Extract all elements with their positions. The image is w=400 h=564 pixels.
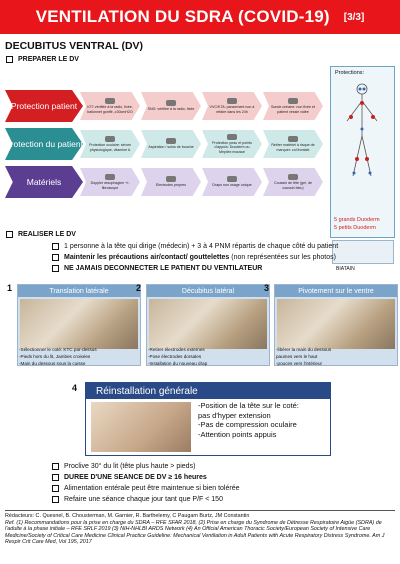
step-card: 3 Pivotement sur le ventre — [264, 283, 398, 366]
authors: Rédacteurs: C. Quesnel, B. Chousterman, … — [5, 513, 250, 519]
row-protection-du-patient: Protection du patient Protection oculair… — [5, 128, 323, 160]
step-title: Pivotement sur le ventre — [275, 285, 397, 297]
step-chevron: Retirer matériel à risque de marquer: co… — [263, 130, 323, 158]
reinstall-photo — [91, 402, 191, 452]
step-chevron: Coussin de tête (gel, de coussin bleu) — [263, 168, 323, 196]
doppler-icon — [105, 174, 115, 180]
suction-icon — [166, 138, 176, 145]
step-card: 2 Décubitus latéral — [136, 283, 270, 366]
realise-heading: REALISER LE DV — [6, 230, 76, 239]
step-chevron: Sonde urinaire: non fixée et patient ves… — [263, 92, 323, 120]
row-protection-patient: Protection patient IOT: vérifiée à la ra… — [5, 90, 323, 122]
step-chevron: Draps non usage unique — [202, 168, 262, 196]
row-materiels: Matériels Doppler œsophagien +/- fibrosc… — [5, 166, 323, 198]
step-chevron: SNG: vérifiée à la radio, fixée — [141, 92, 201, 120]
row-label: Protection du patient — [5, 128, 83, 160]
step-chevron: IOT: vérifiée à la radio, fixée, ballonn… — [80, 92, 140, 120]
step-desc: -Retirer électrodes externes-Pose électr… — [148, 347, 208, 366]
dressing-icon — [288, 136, 298, 142]
body-diagram-icon — [346, 83, 378, 177]
step-photo — [277, 299, 395, 349]
product-name: BIATAIN — [336, 266, 355, 272]
step-photo — [20, 299, 138, 349]
step-desc: -Sélectionner le coté: KTC par-dessus-Pi… — [19, 347, 97, 366]
row-label: Protection patient — [5, 90, 83, 122]
dressing-icon — [227, 133, 237, 140]
realise-item: 1 personne à la tête qui dirige (médecin… — [52, 242, 338, 251]
sheet-icon — [227, 176, 237, 183]
step-chevron: Protection peau et points d'appuis: Duod… — [202, 130, 262, 158]
checkbox-icon — [52, 462, 59, 470]
catheter-icon — [288, 98, 298, 104]
checkbox-icon — [52, 495, 59, 503]
catheter-icon — [227, 98, 237, 104]
checkbox-icon — [6, 55, 13, 63]
protections-panel: Protections: 5 grands Duoderm 5 petits D… — [330, 66, 395, 238]
footer: Rédacteurs: C. Quesnel, B. Chousterman, … — [5, 513, 397, 546]
reinstall-title: Réinstallation générale — [86, 383, 330, 399]
page-indicator: [3/3] — [343, 11, 365, 23]
reinstall-text: -Position de la tête sur le coté:pas d'h… — [198, 401, 299, 439]
prepare-heading: PREPARER LE DV — [6, 55, 79, 64]
after-item: DUREE D'UNE SEANCE DE DV ≥ 16 heures — [52, 473, 207, 482]
step-title: Translation latérale — [18, 285, 140, 297]
after-item: Proclive 30° du lit (tête plus haute > p… — [52, 462, 195, 471]
divider — [5, 510, 395, 511]
pillow-icon — [288, 174, 298, 180]
title-banner: VENTILATION DU SDRA (COVID-19) [3/3] — [0, 0, 400, 34]
step-chevron: VVC/KTA: pansement non à refaire dans le… — [202, 92, 262, 120]
reinstall-card: 4 Réinstallation générale -Position de l… — [72, 382, 331, 456]
biatain-product-image — [332, 240, 394, 264]
checkbox-icon — [52, 253, 59, 261]
tube-icon — [166, 100, 176, 107]
checkbox-icon — [52, 473, 59, 481]
references: Ref. (1) Recommandations pour la prise e… — [5, 519, 385, 546]
step-card: 1 Translation latérale — [7, 283, 141, 366]
after-item: Alimentation entérale peut être maintenu… — [52, 484, 240, 493]
eye-icon — [105, 136, 115, 142]
section-title: DECUBITUS VENTRAL (DV) — [5, 40, 144, 52]
page-title: VENTILATION DU SDRA (COVID-19) — [35, 7, 330, 26]
step-chevron: Protection oculaire: sérum physiologique… — [80, 130, 140, 158]
after-item: Refaire une séance chaque jour tant que … — [52, 495, 223, 504]
checkbox-icon — [52, 264, 59, 272]
checkbox-icon — [52, 242, 59, 250]
step-chevron: Doppler œsophagien +/- fibroscope — [80, 168, 140, 196]
tube-icon — [105, 98, 115, 104]
checkbox-icon — [52, 484, 59, 492]
checkbox-icon — [6, 230, 13, 238]
step-photo — [149, 299, 267, 349]
step-chevron: Aspiration / soins de bouche — [141, 130, 201, 158]
realise-item: Maintenir les précautions air/contact/ g… — [52, 253, 336, 262]
step-title: Décubitus latéral — [147, 285, 269, 297]
row-label: Matériels — [5, 166, 83, 198]
step-chevron: Electrodes propres — [141, 168, 201, 196]
electrode-icon — [166, 176, 176, 183]
realise-item: NE JAMAIS DECONNECTER LE PATIENT DU VENT… — [52, 264, 262, 273]
